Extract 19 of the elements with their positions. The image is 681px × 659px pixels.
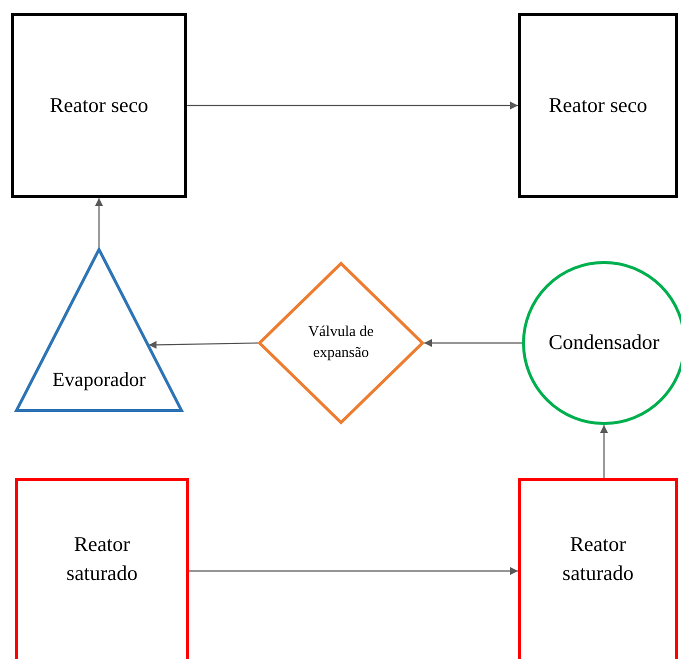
node-label: Válvula de expansão bbox=[307, 323, 375, 363]
reactor-box bbox=[518, 13, 678, 198]
node-label: Reator saturado bbox=[65, 530, 139, 587]
reactor-box bbox=[11, 13, 187, 198]
reactor-box bbox=[15, 478, 189, 659]
arrow bbox=[189, 567, 518, 575]
arrow bbox=[148, 340, 258, 349]
arrow bbox=[95, 198, 103, 248]
node-label: Reator seco bbox=[50, 92, 148, 119]
arrow bbox=[187, 102, 518, 110]
arrow bbox=[600, 425, 608, 478]
arrow bbox=[424, 339, 522, 347]
node-label: Reator seco bbox=[548, 92, 648, 119]
node-label: Condensador bbox=[548, 329, 660, 356]
reactor-box bbox=[518, 478, 678, 659]
node-label: Evaporador bbox=[52, 368, 146, 393]
evaporator-triangle bbox=[15, 248, 183, 412]
node-label: Reator saturado bbox=[561, 530, 635, 587]
valve-diamond bbox=[258, 262, 424, 424]
